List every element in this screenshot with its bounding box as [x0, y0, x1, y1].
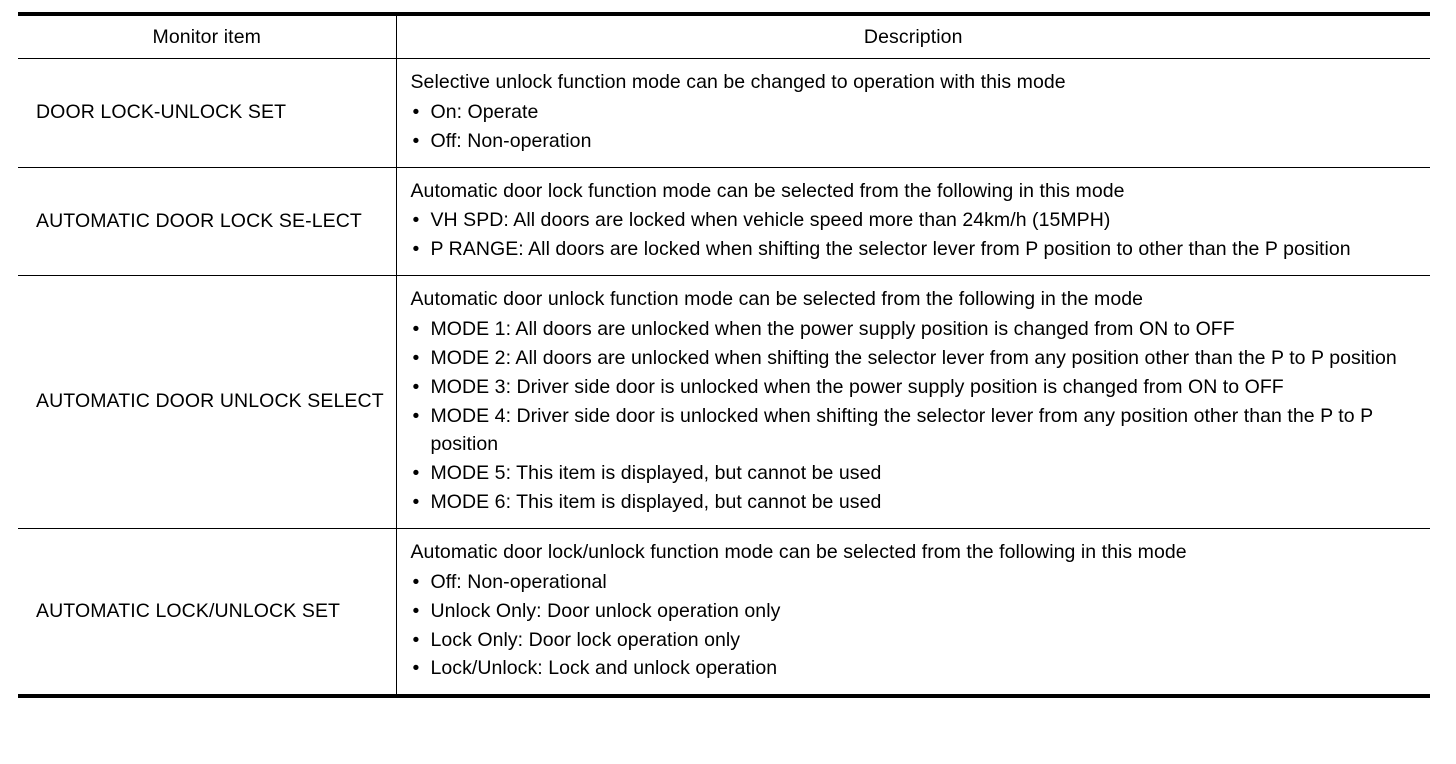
column-header-monitor-item: Monitor item	[18, 12, 397, 59]
description-lead-text: Selective unlock function mode can be ch…	[410, 71, 1066, 93]
list-item-text: On: Operate	[430, 100, 539, 123]
list-item: • MODE 5: This item is displayed, but ca…	[411, 459, 1423, 488]
description-lead-text: Automatic door lock function mode can be…	[410, 179, 1125, 202]
list-item-text: MODE 1: All doors are unlocked when the …	[430, 318, 1235, 341]
description-bullet-list: • Off: Non-operational • Unlock Only: Do…	[411, 568, 1423, 683]
list-item: • MODE 1: All doors are unlocked when th…	[411, 315, 1423, 344]
bullet-dot-icon: •	[412, 599, 420, 622]
bullet-dot-icon: •	[412, 462, 420, 485]
monitor-item-label: AUTOMATIC DOOR UNLOCK SELECT	[36, 390, 384, 413]
list-item-text: P RANGE: All doors are locked when shift…	[430, 238, 1351, 261]
monitor-item-cell: AUTOMATIC DOOR UNLOCK SELECT	[18, 275, 397, 530]
description-cell: Automatic door unlock function mode can …	[396, 275, 1430, 530]
list-item: • On: Operate	[411, 98, 1423, 127]
bullet-dot-icon: •	[412, 570, 420, 593]
description-lead-text: Automatic door unlock function mode can …	[410, 288, 1144, 311]
list-item: • Unlock Only: Door unlock operation onl…	[411, 597, 1423, 626]
list-item-text: Lock/Unlock: Lock and unlock operation	[430, 657, 778, 680]
list-item: • VH SPD: All doors are locked when vehi…	[411, 206, 1423, 235]
list-item-text: MODE 2: All doors are unlocked when shif…	[430, 346, 1397, 369]
list-item-text: Off: Non-operational	[430, 570, 607, 593]
description-cell: Selective unlock function mode can be ch…	[396, 58, 1430, 168]
list-item-text: VH SPD: All doors are locked when vehicl…	[430, 209, 1111, 232]
list-item: • Off: Non-operational	[411, 568, 1423, 597]
list-item-text: Unlock Only: Door unlock operation only	[430, 599, 781, 622]
list-item-text: MODE 5: This item is displayed, but cann…	[430, 462, 882, 485]
monitor-item-label: AUTOMATIC DOOR LOCK SE-LECT	[36, 209, 362, 232]
table-header: Monitor item Description	[18, 12, 1430, 59]
description-bullet-list: • MODE 1: All doors are unlocked when th…	[411, 315, 1423, 517]
list-item: • P RANGE: All doors are locked when shi…	[411, 235, 1423, 264]
monitor-item-cell: DOOR LOCK-UNLOCK SET	[18, 58, 397, 168]
bullet-dot-icon: •	[412, 318, 420, 341]
list-item-text: MODE 6: This item is displayed, but cann…	[430, 491, 882, 514]
monitor-item-cell: AUTOMATIC LOCK/UNLOCK SET	[18, 528, 397, 699]
table-row: AUTOMATIC LOCK/UNLOCK SET Automatic door…	[18, 528, 1430, 699]
description-bullet-list: • VH SPD: All doors are locked when vehi…	[411, 206, 1423, 264]
description-cell: Automatic door lock/unlock function mode…	[396, 528, 1430, 699]
bullet-dot-icon: •	[412, 657, 420, 680]
table-row: AUTOMATIC DOOR UNLOCK SELECT Automatic d…	[18, 275, 1430, 530]
table-body: DOOR LOCK-UNLOCK SET Selective unlock fu…	[18, 58, 1430, 699]
bullet-dot-icon: •	[412, 404, 420, 427]
table-row: AUTOMATIC DOOR LOCK SE-LECT Automatic do…	[18, 167, 1430, 277]
monitor-item-cell: AUTOMATIC DOOR LOCK SE-LECT	[18, 167, 397, 277]
description-lead-text: Automatic door lock/unlock function mode…	[410, 541, 1187, 564]
list-item: • MODE 6: This item is displayed, but ca…	[411, 488, 1423, 517]
bullet-dot-icon: •	[412, 375, 420, 398]
description-bullet-list: • On: Operate • Off: Non-operation	[411, 98, 1423, 156]
description-cell: Automatic door lock function mode can be…	[396, 167, 1430, 277]
list-item-text: MODE 3: Driver side door is unlocked whe…	[430, 375, 1284, 398]
table-row: DOOR LOCK-UNLOCK SET Selective unlock fu…	[18, 58, 1430, 168]
bullet-dot-icon: •	[412, 129, 420, 152]
list-item: • MODE 4: Driver side door is unlocked w…	[411, 402, 1423, 460]
bullet-dot-icon: •	[412, 491, 420, 514]
list-item-text: MODE 4: Driver side door is unlocked whe…	[430, 404, 1373, 456]
bullet-dot-icon: •	[412, 209, 420, 232]
list-item-text: Off: Non-operation	[430, 129, 592, 152]
bullet-dot-icon: •	[412, 346, 420, 369]
monitor-item-label: DOOR LOCK-UNLOCK SET	[36, 100, 287, 123]
bullet-dot-icon: •	[412, 100, 420, 123]
monitor-item-description-table: Monitor item Description DOOR LOCK-UNLOC…	[18, 12, 1430, 699]
bullet-dot-icon: •	[412, 628, 420, 651]
list-item: • Lock/Unlock: Lock and unlock operation	[411, 654, 1423, 683]
monitor-item-label: AUTOMATIC LOCK/UNLOCK SET	[36, 599, 341, 622]
list-item-text: Lock Only: Door lock operation only	[430, 628, 741, 651]
table-header-row: Monitor item Description	[18, 12, 1430, 59]
list-item: • Lock Only: Door lock operation only	[411, 626, 1423, 655]
list-item: • MODE 3: Driver side door is unlocked w…	[411, 373, 1423, 402]
list-item: • MODE 2: All doors are unlocked when sh…	[411, 344, 1423, 373]
column-header-description: Description	[396, 12, 1430, 59]
list-item: • Off: Non-operation	[411, 127, 1423, 156]
bullet-dot-icon: •	[412, 238, 420, 261]
